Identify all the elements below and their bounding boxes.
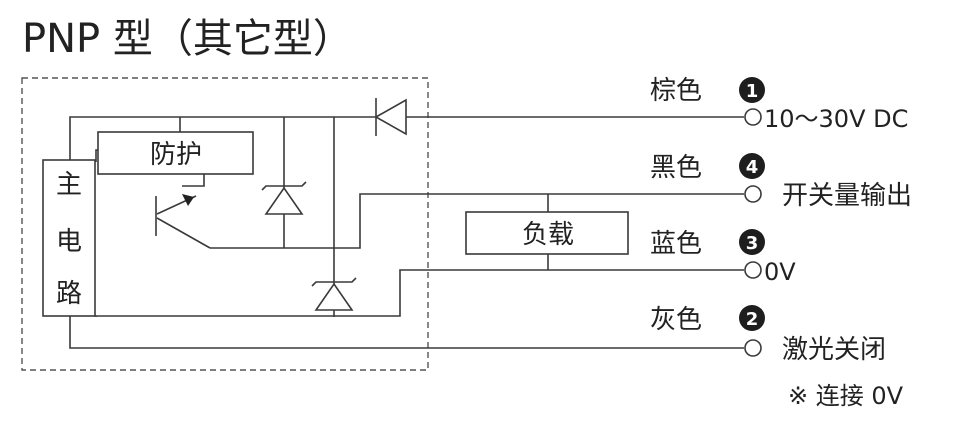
terminal-2-label: 激光关闭 (782, 335, 886, 365)
number-badge-1-text: 1 (746, 81, 759, 102)
diagram-title: PNP 型（其它型） (22, 16, 353, 62)
main-circuit-box (42, 159, 96, 317)
number-badge-4 (739, 153, 765, 179)
internal-wiring (69, 116, 744, 349)
terminal-1 (744, 108, 762, 126)
wire-color-blue: 蓝色 (650, 229, 702, 259)
terminal-4-label: 开关量输出 (782, 181, 912, 211)
wire-color-brown: 棕色 (650, 76, 702, 106)
zener-diode-1 (261, 181, 307, 215)
number-badge-3-text: 3 (746, 233, 759, 254)
pnp-transistor-symbol (155, 194, 211, 249)
load-box (465, 211, 629, 255)
sensor-boundary (21, 77, 429, 371)
load-label: 负载 (522, 220, 574, 250)
note-text: ※ 连接 0V (788, 382, 904, 410)
main-circuit-label-2: 电 (56, 227, 82, 257)
terminal-2 (744, 339, 762, 357)
main-circuit-label-3: 路 (56, 279, 82, 309)
main-circuit-label-1: 主 (56, 170, 82, 200)
protect-box (97, 131, 254, 175)
number-badge-1 (739, 77, 765, 103)
terminal-3-label: 0V (764, 258, 796, 286)
zener-diode-2 (311, 277, 357, 311)
number-badge-3 (739, 229, 765, 255)
terminal-3 (744, 261, 762, 279)
protection-diode (374, 98, 407, 136)
number-badge-2 (739, 305, 765, 331)
terminal-1-label: 10～30V DC (764, 105, 908, 133)
protect-label: 防护 (150, 140, 202, 170)
wire-color-gray: 灰色 (650, 305, 702, 335)
number-badge-2-text: 2 (746, 309, 759, 330)
terminal-4 (744, 185, 762, 203)
number-badge-4-text: 4 (746, 157, 759, 178)
wire-color-black: 黑色 (650, 153, 702, 183)
